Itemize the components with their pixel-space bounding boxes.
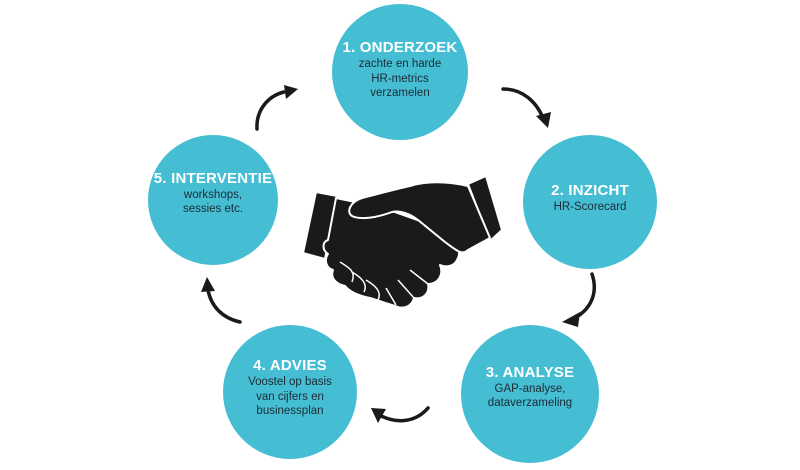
step-4-line: Voostel op basis (248, 376, 332, 389)
step-2-title: 2. INZICHT (551, 181, 629, 199)
step-1-description: zachte en harde HR-metrics verzamelen (359, 57, 441, 101)
step-1-line: HR-metrics (371, 72, 429, 85)
step-5-line: sessies etc. (182, 203, 244, 215)
arrow-step1-to-step2 (501, 87, 551, 128)
arrowhead-icon (284, 85, 298, 99)
step-2-circle: 2. INZICHT HR-Scorecard (523, 135, 657, 269)
arrow-step3-to-step4 (371, 406, 430, 423)
arrowhead-icon (562, 312, 580, 327)
step-5-description: workshops, sessies etc. (183, 188, 243, 217)
step-4-line: van cijfers en (256, 390, 324, 403)
step-5-circle: 5. INTERVENTIE workshops, sessies etc. (148, 135, 278, 265)
step-3-title: 3. ANALYSE (485, 363, 575, 381)
step-5-title: 5. INTERVENTIE (153, 169, 273, 187)
step-1-circle: 1. ONDERZOEK zachte en harde HR-metrics … (332, 4, 468, 140)
arrowhead-icon (371, 408, 386, 423)
step-2-line: HR-Scorecard (553, 200, 627, 213)
step-3-line: dataverzameling (487, 397, 573, 409)
step-4-circle: 4. ADVIES Voostel op basis van cijfers e… (223, 325, 357, 459)
arrow-step2-to-step3 (562, 272, 597, 327)
arrow-step4-to-step5 (201, 277, 242, 324)
step-3-line: GAP-analyse, (494, 382, 566, 395)
step-4-description: Voostel op basis van cijfers en business… (248, 375, 332, 419)
step-4-line: businessplan (256, 405, 324, 418)
step-1-line: verzamelen (370, 87, 430, 100)
arrow-step5-to-step1 (255, 85, 298, 131)
step-5-line: workshops, (183, 188, 243, 201)
step-2-description: HR-Scorecard (554, 200, 627, 215)
step-3-circle: 3. ANALYSE GAP-analyse, dataverzameling (461, 325, 599, 463)
step-1-line: zachte en harde (358, 58, 442, 71)
step-4-title: 4. ADVIES (253, 357, 327, 375)
step-3-description: GAP-analyse, dataverzameling (488, 382, 572, 411)
step-1-title: 1. ONDERZOEK (342, 39, 458, 57)
arrowhead-icon (536, 112, 551, 128)
arrowhead-icon (201, 277, 215, 292)
handshake-icon (302, 175, 503, 309)
